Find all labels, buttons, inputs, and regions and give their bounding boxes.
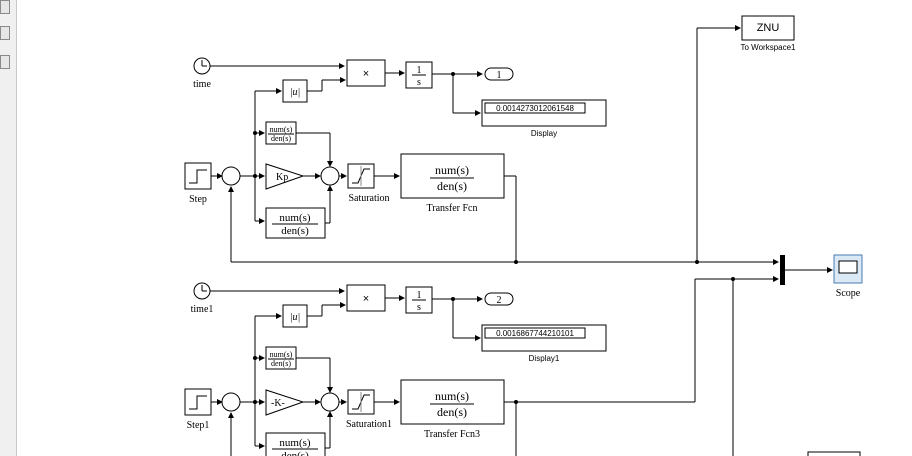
integrator-denominator: s	[417, 77, 421, 88]
gain-value: Kp	[276, 172, 288, 183]
tf-numerator: num(s)	[270, 125, 293, 134]
lower-display-label: Display1	[529, 354, 560, 363]
lower-transfer-fcn-label: Transfer Fcn3	[424, 429, 480, 440]
upper-sum-block[interactable]	[221, 166, 241, 186]
tf-numerator: num(s)	[279, 437, 311, 449]
lower-integrator-block[interactable]: 1 s	[405, 286, 433, 314]
display-value: 0.0016867744210101	[496, 329, 574, 338]
upper-display-block[interactable]: 0.0014273012061548	[481, 99, 607, 127]
upper-sum2-block[interactable]	[320, 166, 340, 186]
scope-block[interactable]	[833, 254, 863, 284]
product-symbol: ×	[363, 68, 369, 80]
abs-symbol: |u|	[290, 87, 301, 98]
lower-product-block[interactable]: ×	[346, 284, 386, 312]
lower-step-label: Step1	[187, 420, 210, 431]
tf-denominator: den(s)	[271, 359, 291, 368]
partial-block[interactable]	[807, 451, 861, 456]
outport-number: 2	[497, 295, 502, 306]
workspace-variable: ZNU	[757, 22, 780, 34]
lower-step-block[interactable]	[184, 388, 212, 416]
upper-clock-label: time	[193, 79, 211, 90]
left-toolbar	[0, 0, 17, 456]
mux-block[interactable]	[780, 255, 785, 285]
toolbar-button[interactable]	[0, 0, 10, 14]
integrator-numerator: 1	[417, 65, 422, 76]
upper-transfer-fcn-block[interactable]: num(s) den(s)	[400, 153, 505, 199]
tf-denominator: den(s)	[437, 405, 467, 419]
lower-abs-block[interactable]: |u|	[282, 304, 308, 328]
upper-step-label: Step	[189, 194, 207, 205]
integrator-denominator: s	[417, 302, 421, 313]
upper-derivative-tf-block[interactable]: num(s) den(s)	[265, 121, 297, 145]
integrator-numerator: 1	[417, 290, 422, 301]
outport-number: 1	[497, 70, 502, 81]
lower-outport[interactable]: 2	[484, 292, 514, 306]
lower-sum2-block[interactable]	[320, 392, 340, 412]
tf-numerator: num(s)	[435, 163, 469, 177]
lower-transfer-fcn-block[interactable]: num(s) den(s)	[400, 379, 505, 425]
tf-denominator: den(s)	[437, 179, 467, 193]
lower-derivative-tf-block[interactable]: num(s) den(s)	[265, 346, 297, 370]
upper-transfer-fcn-label: Transfer Fcn	[426, 203, 477, 214]
toolbar-button[interactable]	[0, 26, 10, 40]
upper-outport[interactable]: 1	[484, 67, 514, 81]
product-symbol: ×	[363, 293, 369, 305]
tf-denominator: den(s)	[281, 450, 309, 456]
to-workspace-block[interactable]: ZNU	[741, 15, 795, 41]
upper-display-label: Display	[531, 129, 557, 138]
lower-saturation-label: Saturation1	[346, 419, 392, 430]
to-workspace-label: To Workspace1	[741, 43, 797, 52]
upper-abs-block[interactable]: |u|	[282, 79, 308, 103]
upper-clock[interactable]	[193, 57, 211, 75]
tf-numerator: num(s)	[270, 350, 293, 359]
tf-numerator: num(s)	[435, 389, 469, 403]
lower-clock[interactable]	[193, 282, 211, 300]
upper-gain-block[interactable]: Kp	[265, 163, 305, 190]
upper-integrator-block[interactable]: 1 s	[405, 61, 433, 89]
lower-integral-tf-block[interactable]: num(s) den(s)	[265, 432, 326, 456]
upper-integral-tf-block[interactable]: num(s) den(s)	[265, 207, 326, 239]
toolbar-button[interactable]	[0, 55, 10, 69]
upper-saturation-block[interactable]	[347, 163, 375, 189]
tf-numerator: num(s)	[279, 212, 311, 224]
lower-gain-block[interactable]: -K-	[265, 389, 305, 416]
lower-saturation-block[interactable]	[347, 389, 375, 415]
tf-denominator: den(s)	[271, 134, 291, 143]
display-value: 0.0014273012061548	[496, 104, 574, 113]
lower-clock-label: time1	[191, 304, 214, 315]
scope-label: Scope	[836, 288, 861, 299]
upper-product-block[interactable]: ×	[346, 59, 386, 87]
gain-value: -K-	[271, 398, 285, 409]
upper-step-block[interactable]	[184, 162, 212, 190]
lower-display-block[interactable]: 0.0016867744210101	[481, 324, 607, 352]
tf-denominator: den(s)	[281, 225, 309, 237]
lower-sum-block[interactable]	[221, 392, 241, 412]
upper-saturation-label: Saturation	[348, 193, 389, 204]
abs-symbol: |u|	[290, 312, 301, 323]
